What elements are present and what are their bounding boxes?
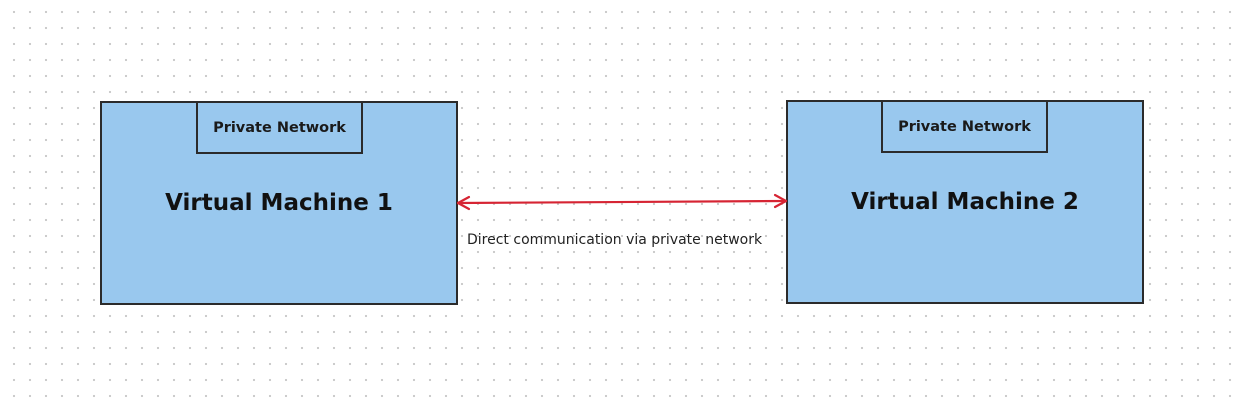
- vm2-private-network-tab[interactable]: Private Network: [881, 100, 1048, 153]
- vm1-private-network-tab[interactable]: Private Network: [196, 101, 363, 154]
- vm1-private-network-label: Private Network: [213, 119, 346, 136]
- connector-label: Direct communication via private network: [467, 232, 763, 248]
- vm2-private-network-label: Private Network: [898, 118, 1031, 135]
- bidirectional-connector-arrow[interactable]: [456, 199, 788, 205]
- arrowhead-right-icon: [773, 193, 788, 209]
- arrowhead-left-icon: [456, 195, 471, 211]
- vm2-title: Virtual Machine 2: [851, 189, 1079, 215]
- vm1-title: Virtual Machine 1: [165, 190, 393, 216]
